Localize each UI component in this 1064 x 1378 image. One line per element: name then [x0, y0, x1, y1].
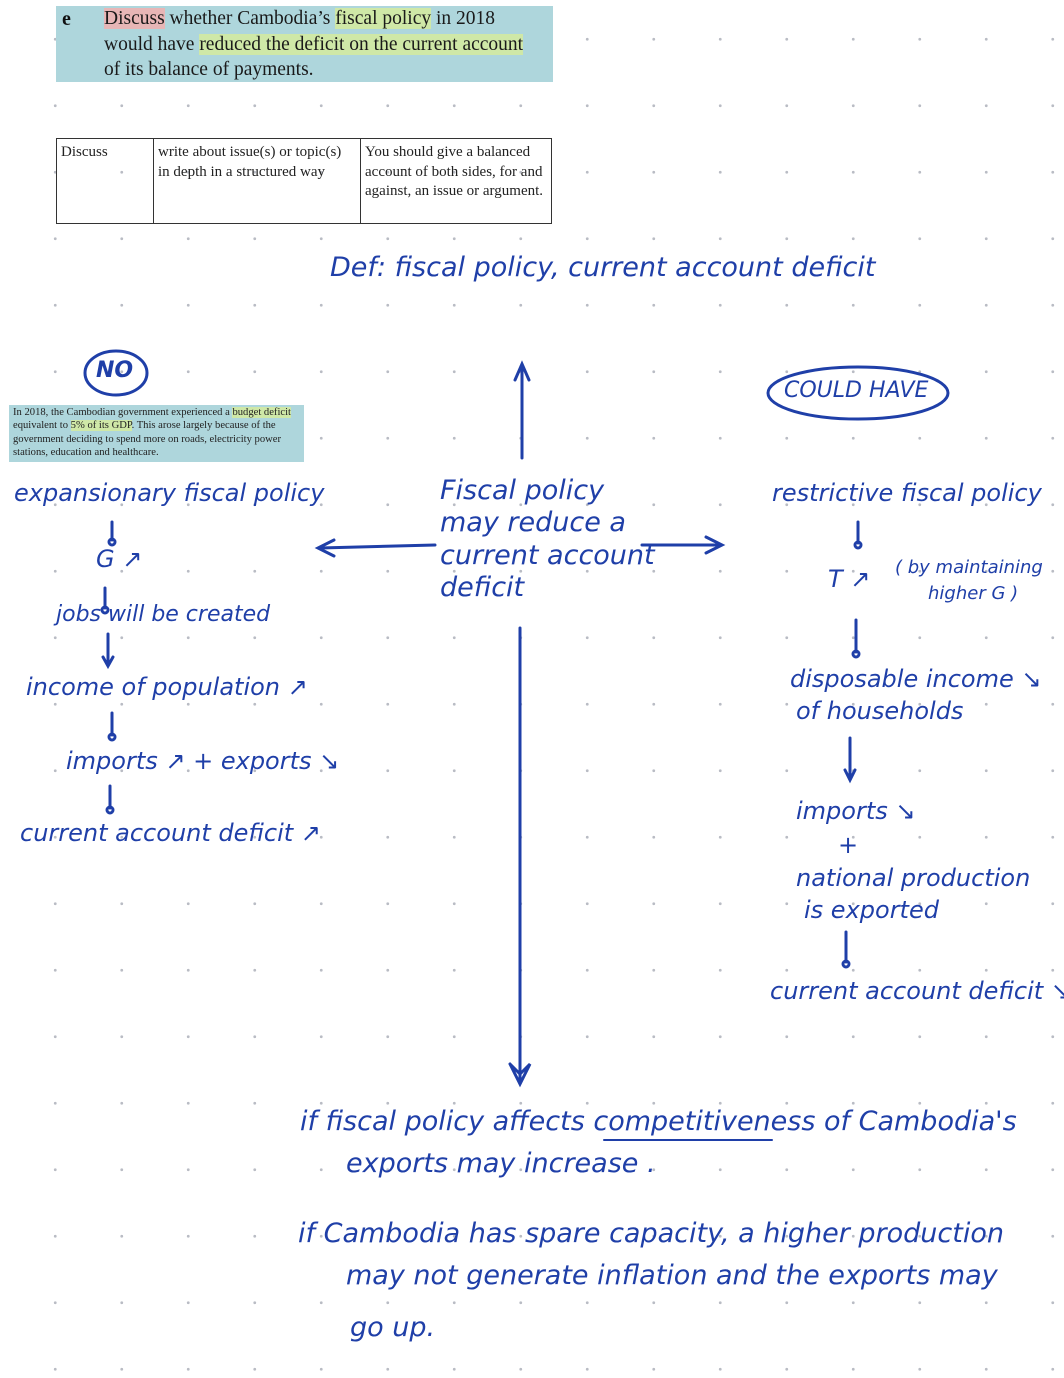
right-chain-step-7: current account deficit ↘	[770, 977, 1064, 1005]
discuss-highlight: Discuss	[104, 8, 165, 29]
command-meaning-cell: write about issue(s) or topic(s) in dept…	[153, 138, 361, 224]
center-line-4: deficit	[440, 572, 525, 603]
source-text: In 2018, the Cambodian government experi…	[13, 407, 291, 459]
right-chain-step-2: T ↗	[828, 565, 871, 593]
right-chain-plus: +	[838, 831, 859, 859]
center-line-1: Fiscal policy	[440, 475, 605, 506]
question-text: Discuss whether Cambodia’s fiscal policy…	[104, 8, 524, 80]
right-chain-step-1: restrictive fiscal policy	[772, 479, 1042, 507]
reduced-deficit-highlight: reduced the deficit on the current accou…	[199, 33, 524, 55]
right-chain-step-3a: disposable income ↘	[790, 665, 1042, 693]
conclusion-line-2: exports may increase .	[346, 1148, 656, 1179]
left-chain-step-2: G ↗	[96, 545, 143, 573]
gdp-highlight: 5% of its GDP	[70, 420, 132, 432]
left-chain-step-5: imports ↗ + exports ↘	[66, 747, 340, 775]
left-chain-step-3: jobs will be created	[56, 602, 271, 627]
right-chain-step-3b: of households	[796, 697, 964, 725]
command-word-cell: Discuss	[56, 138, 154, 224]
left-arrow	[318, 543, 437, 550]
right-chain-step-6b: is exported	[804, 896, 939, 924]
fiscal-policy-highlight: fiscal policy	[335, 8, 432, 29]
right-chain-note-2: higher G )	[928, 583, 1019, 604]
no-label: NO	[96, 358, 134, 383]
command-guidance-cell: You should give a balanced account of bo…	[360, 138, 552, 224]
center-line-3: current account	[440, 540, 655, 571]
command-word-table: Discuss write about issue(s) or topic(s)…	[56, 138, 552, 224]
center-line-2: may reduce a	[440, 507, 626, 538]
left-chain-step-4: income of population ↗	[26, 673, 308, 701]
right-chain-step-4: imports ↘	[796, 797, 916, 825]
definition-note: Def: fiscal policy, current account defi…	[330, 252, 876, 283]
budget-deficit-highlight: budget deficit	[232, 407, 291, 418]
left-chain-step-6: current account deficit ↗	[20, 819, 321, 847]
conclusion-line-5: go up.	[350, 1312, 436, 1343]
right-chain-note-1: ( by maintaining	[895, 557, 1043, 578]
conclusion-line-3: if Cambodia has spare capacity, a higher…	[298, 1218, 1004, 1249]
question-letter: e	[62, 8, 71, 30]
could-have-label: COULD HAVE	[784, 378, 929, 403]
conclusion-line-1: if fiscal policy affects competitiveness…	[300, 1106, 1017, 1137]
competitiveness-word: competitiveness	[593, 1106, 816, 1137]
conclusion-line-4: may not generate inflation and the expor…	[346, 1260, 998, 1291]
right-chain-step-6a: national production	[796, 864, 1031, 892]
left-chain-step-1: expansionary fiscal policy	[14, 479, 325, 507]
